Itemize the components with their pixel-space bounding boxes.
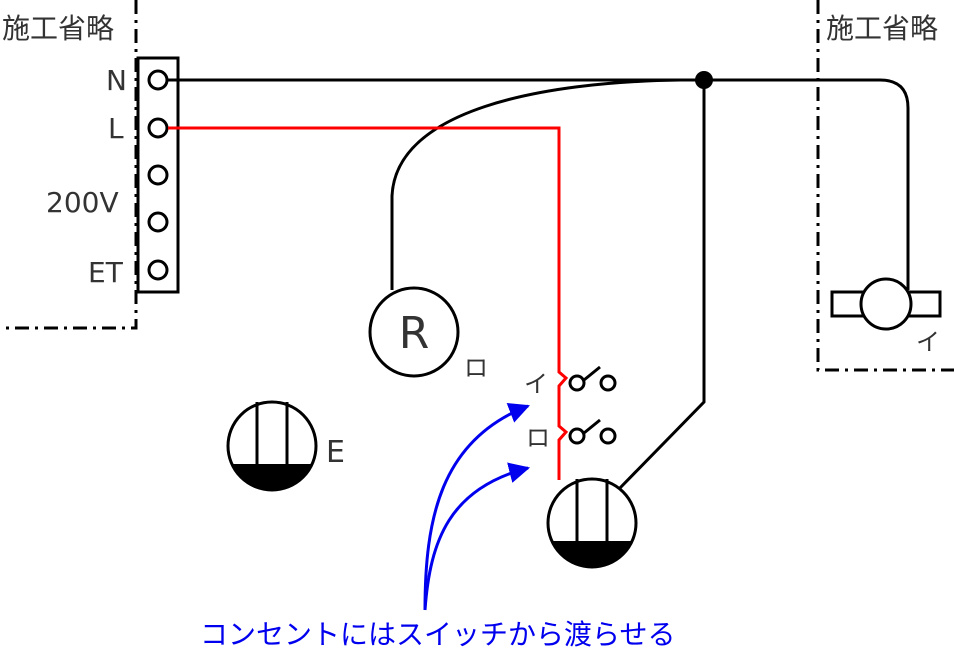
terminal-200v-a (147, 164, 169, 186)
outlet-e (226, 400, 318, 492)
junction-dot (695, 71, 713, 89)
omitted-box-right (816, 0, 954, 372)
lamp-r (368, 286, 460, 378)
terminal-n (147, 69, 169, 91)
outlet-e-label: E (326, 435, 345, 470)
lamp-r-tag: ロ (464, 354, 488, 382)
terminal-200v-b (147, 211, 169, 233)
live-wire (168, 126, 569, 480)
neutral-wire-to-outlet (616, 80, 706, 492)
annotation-arrow-upper (423, 403, 530, 611)
annotation-arrow-lower (423, 462, 531, 611)
neutral-wire-main (168, 78, 910, 290)
omitted-label-right: 施工省略 (826, 12, 938, 45)
terminal-200v-label: 200V (46, 186, 119, 219)
switch-ro-label: ロ (526, 424, 550, 452)
switch-i-lever (583, 365, 601, 382)
terminal-n-label: N (106, 64, 127, 97)
terminal-et-label: ET (88, 256, 124, 289)
ceiling-light (859, 277, 913, 331)
omitted-box-left (0, 0, 138, 330)
lamp-r-symbol: R (399, 308, 430, 359)
neutral-wire-to-lamp-r (390, 78, 681, 290)
terminal-et (147, 259, 169, 281)
switch-i-contact-right (599, 374, 617, 392)
outlet-switched (546, 477, 638, 569)
switch-i-contact-left (568, 374, 586, 392)
switch-ro-contact-left (568, 427, 586, 445)
switch-ro-lever (583, 418, 601, 435)
switch-ro-contact-right (599, 427, 617, 445)
annotation-note: コンセントにはスイッチから渡らせる (200, 618, 675, 651)
ceiling-light-tag: イ (916, 328, 940, 356)
omitted-label-left: 施工省略 (2, 12, 114, 45)
switch-i-label: イ (524, 370, 548, 398)
terminal-l-label: L (108, 112, 124, 145)
terminal-l (147, 117, 169, 139)
